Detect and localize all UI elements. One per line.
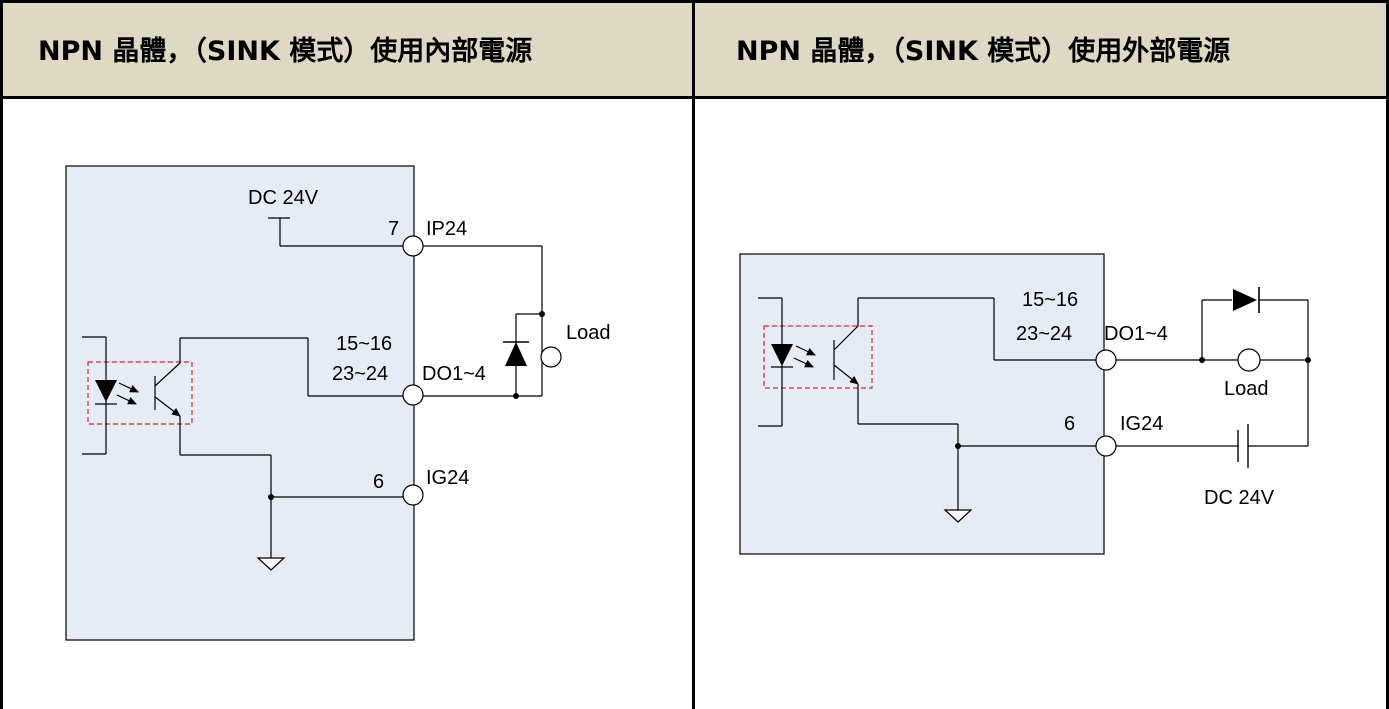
pin-do-numbers-1: 15~16 xyxy=(1022,289,1078,311)
optocoupler-internals xyxy=(758,297,1096,510)
terminal-ig24 xyxy=(402,484,424,506)
junction-dot xyxy=(1199,357,1205,363)
terminal-ip24 xyxy=(402,235,424,257)
load-wiring xyxy=(1116,299,1309,447)
ground-icon xyxy=(943,509,973,523)
led-diode xyxy=(95,380,117,402)
header-external-power: NPN 晶體，（SINK 模式）使用外部電源 xyxy=(694,0,1389,97)
junction-dot xyxy=(955,443,961,449)
pin-ip24-number: 7 xyxy=(388,218,399,240)
flywheel-diode xyxy=(503,341,529,366)
pin-do-numbers-1: 15~16 xyxy=(336,333,392,355)
terminal-do xyxy=(402,384,424,406)
pin-ig24-name: IG24 xyxy=(1120,413,1163,435)
junction-dot xyxy=(513,393,519,399)
flywheel-diode xyxy=(1233,287,1260,313)
pin-ig24-number: 6 xyxy=(1064,413,1075,435)
battery-icon xyxy=(1237,424,1249,468)
led-diode xyxy=(771,344,793,366)
table-border-right xyxy=(1386,0,1389,709)
optocoupler-internals xyxy=(82,336,403,558)
optocoupler-box xyxy=(763,325,873,389)
pin-do-name: DO1~4 xyxy=(422,363,486,385)
drive-panel xyxy=(739,253,1105,555)
optocoupler-box xyxy=(87,361,193,425)
pin-do-numbers-2: 23~24 xyxy=(332,363,388,385)
internal-power-circuit: DC 24V 7 IP24 15~16 23~24 DO1~4 6 IG24 L… xyxy=(65,165,611,641)
load-symbol xyxy=(1237,348,1261,372)
terminal-do xyxy=(1095,349,1117,371)
junction-dot xyxy=(268,494,274,500)
load-label: Load xyxy=(1224,378,1269,400)
ground-icon xyxy=(256,557,286,571)
pin-ip24-name: IP24 xyxy=(426,218,467,240)
header-internal-power: NPN 晶體，（SINK 模式）使用內部電源 xyxy=(0,0,694,97)
header-internal-power-text: NPN 晶體，（SINK 模式）使用內部電源 xyxy=(38,36,533,67)
internal-supply-symbol xyxy=(268,217,403,247)
header-external-power-text: NPN 晶體，（SINK 模式）使用外部電源 xyxy=(736,36,1231,67)
junction-dot xyxy=(539,311,545,317)
table-column-divider xyxy=(692,0,695,709)
pin-ig24-number: 6 xyxy=(373,471,384,493)
load-symbol xyxy=(540,346,562,368)
external-power-circuit: 15~16 23~24 DO1~4 6 IG24 Load DC 24V xyxy=(739,253,1311,555)
drive-panel xyxy=(65,165,415,641)
external-supply-label: DC 24V xyxy=(1204,487,1275,509)
load-label: Load xyxy=(566,322,611,344)
terminal-ig24 xyxy=(1095,435,1117,457)
internal-supply-label: DC 24V xyxy=(248,187,319,209)
junction-dot xyxy=(1305,357,1311,363)
pin-ig24-name: IG24 xyxy=(426,467,469,489)
pin-do-name: DO1~4 xyxy=(1104,323,1168,345)
pin-do-numbers-2: 23~24 xyxy=(1016,323,1072,345)
table-border-left xyxy=(0,0,3,709)
